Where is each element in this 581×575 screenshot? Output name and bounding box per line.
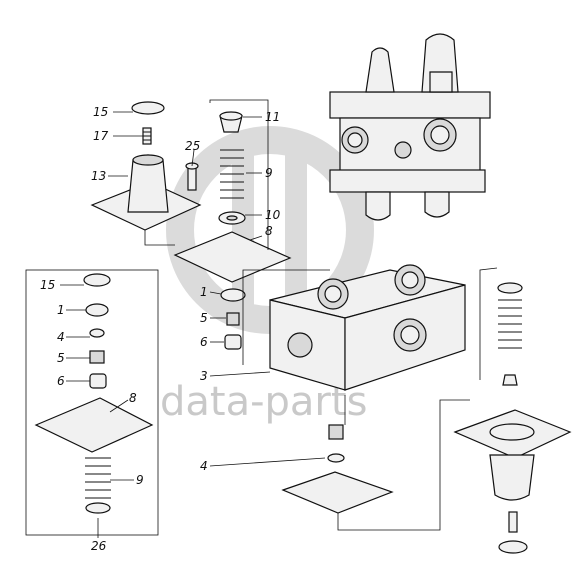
- callout-11: 11: [265, 110, 280, 124]
- callout-26: 26: [91, 539, 107, 553]
- valve-body-3: [269, 264, 466, 391]
- callout-6-left: 6: [57, 374, 65, 388]
- cap-assembly-13: [90, 101, 202, 231]
- callout-5-left: 5: [57, 351, 65, 365]
- callout-15-left: 15: [40, 278, 55, 292]
- callout-9-left: 9: [136, 473, 144, 487]
- leader-lines: [60, 99, 498, 538]
- callout-15-top: 15: [93, 105, 108, 119]
- gasket-8-top: [173, 231, 292, 283]
- callout-5-center: 5: [200, 311, 208, 325]
- spring-stack-center: [218, 111, 246, 225]
- subassembly-frame: [25, 269, 159, 536]
- assembled-valve: [329, 33, 491, 221]
- right-cap-assembly: [453, 282, 572, 554]
- callout-10: 10: [265, 208, 281, 222]
- callout-4-left: 4: [57, 330, 65, 344]
- valve-parts-center: [220, 288, 246, 350]
- callout-1-center: 1: [200, 285, 208, 299]
- callout-17: 17: [93, 129, 109, 143]
- callout-labels: 15 17 13 25 11 9 10 8 15 1 4 5 6 8 9 26 …: [40, 105, 281, 553]
- callout-4-center: 4: [200, 459, 208, 473]
- callout-3: 3: [200, 369, 208, 383]
- callout-8-left: 8: [129, 391, 137, 405]
- left-subassembly: [34, 273, 154, 514]
- callout-13: 13: [91, 169, 106, 183]
- callout-6-center: 6: [200, 335, 208, 349]
- callout-8-top: 8: [265, 224, 273, 238]
- callout-25: 25: [185, 139, 200, 153]
- body-lower-parts: [281, 424, 394, 514]
- callout-9-top: 9: [265, 166, 273, 180]
- callout-1-left: 1: [57, 303, 65, 317]
